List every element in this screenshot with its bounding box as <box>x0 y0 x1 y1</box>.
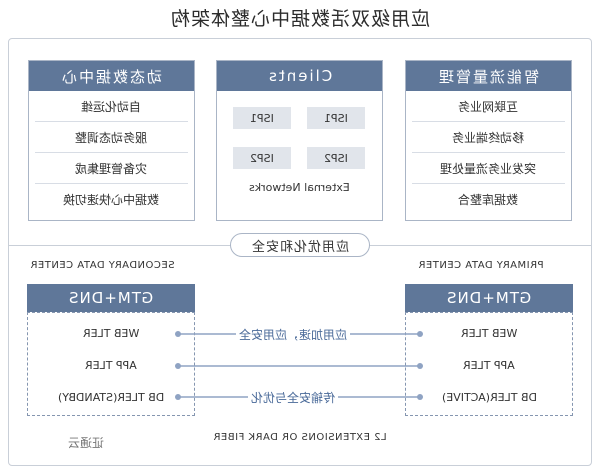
isp-box: ISP2 <box>233 147 291 169</box>
list-item: 数据中心快速切换 <box>63 193 160 207</box>
link-label-db: 传输安全与优化 <box>248 389 339 406</box>
link-label-web: 应用加速，应用安全 <box>236 326 351 343</box>
outer-frame <box>8 38 592 466</box>
tier-box-primary: WEB TLER APP TLER DB TLER(ACTIVE) <box>405 312 573 416</box>
list-item: 自动化运维 <box>35 91 188 122</box>
panel-title: 动态数据中心 <box>29 61 194 91</box>
panel-clients: Clients ISP1 ISP1 ISP2 ISP2 External Net… <box>216 60 383 221</box>
list-item: 突发业务流量处理 <box>412 153 565 184</box>
tier-label: APP TLER <box>85 359 137 372</box>
list-item: 服务动态调整 <box>35 122 188 153</box>
panel-dynamic-dc: 动态数据中心 自动化运维 服务动态调整 灾备管理集成 数据中心快速切换 <box>28 60 195 221</box>
watermark-logo: 证通云 <box>68 436 105 450</box>
list-item: 互联网业务 <box>412 91 565 122</box>
list-item: 数据库整合 <box>458 193 519 207</box>
isp-box: ISP2 <box>307 147 365 169</box>
isp-box: ISP1 <box>307 107 365 129</box>
panel-title: Clients <box>217 61 382 91</box>
panel-traffic-mgmt: 智能流量管理 互联网业务 移动终端业务 突发业务流量处理 数据库整合 <box>405 60 572 221</box>
diagram-title: 应用级双活数据中心整体架构 <box>169 8 430 30</box>
tier-label: APP TLER <box>463 359 515 372</box>
tier-label: DB TLER(ACTIVE) <box>441 391 537 404</box>
list-item: 灾备管理集成 <box>35 153 188 184</box>
tier-label: WEB TLER <box>82 327 140 340</box>
secondary-dc-label: SECONDARY DATA CENTER <box>30 260 175 271</box>
gtm-dns-primary: GTM+DNS <box>405 284 573 312</box>
app-optimization-pill: 应用优化和安全 <box>230 233 370 257</box>
list-item: 移动终端业务 <box>412 122 565 153</box>
gtm-dns-secondary: GTM+DNS <box>27 284 195 312</box>
isp-box: ISP1 <box>233 107 291 129</box>
tier-label: DB TLER(STANDBY) <box>57 391 165 404</box>
tier-label: WEB TLER <box>460 327 518 340</box>
external-networks-label: External Networks <box>249 181 350 194</box>
tier-box-secondary: WEB TLER APP TLER DB TLER(STANDBY) <box>27 312 195 416</box>
panel-title: 智能流量管理 <box>406 61 571 91</box>
primary-dc-label: PRIMARY DATA CENTER <box>418 260 544 271</box>
